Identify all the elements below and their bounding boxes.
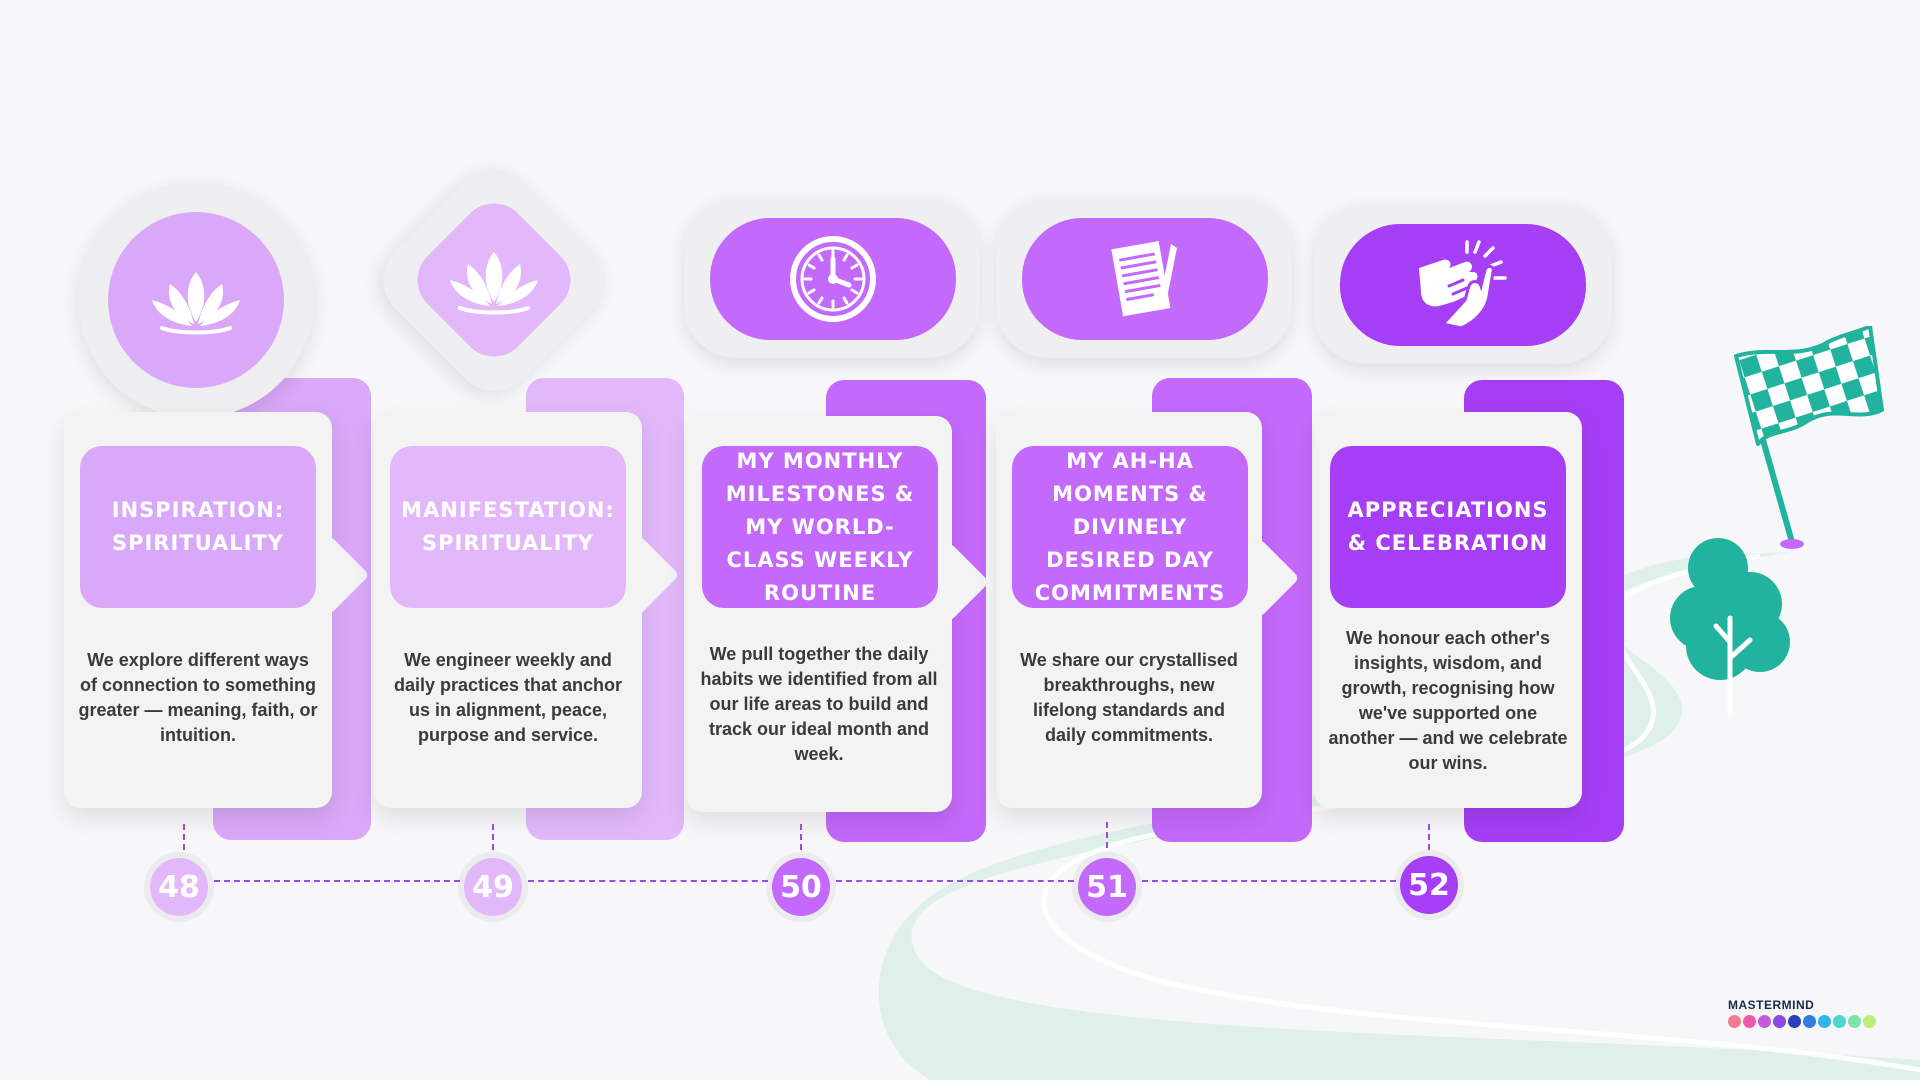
brand-name: MASTERMIND xyxy=(1728,998,1815,1012)
step-52-number: 52 xyxy=(1400,856,1458,914)
step-50-description: We pull together the daily habits we ide… xyxy=(700,644,938,764)
checkered-flag-icon xyxy=(1734,326,1884,549)
tree-icon xyxy=(1670,538,1790,717)
notepad-icon xyxy=(1111,241,1177,317)
step-52-icon-badge xyxy=(1340,224,1586,346)
brand-dots xyxy=(1728,1015,1876,1028)
brand-dot xyxy=(1803,1015,1816,1028)
step-49-number: 49 xyxy=(464,858,522,916)
step-50-title: MY MONTHLY MILESTONES & MY WORLD-CLASS W… xyxy=(702,446,938,608)
step-48-title: INSPIRATION: SPIRITUALITY xyxy=(80,446,316,608)
timeline-connector-4 xyxy=(1142,880,1396,882)
step-48-description: We explore different ways of connection … xyxy=(78,650,318,745)
step-49-tick xyxy=(492,824,494,850)
step-52-card: APPRECIATIONS & CELEBRATION We honour ea… xyxy=(1314,412,1582,808)
step-51-tick xyxy=(1106,822,1108,848)
brand-logo: MASTERMIND xyxy=(1728,998,1876,1028)
step-51-card: MY AH-HA MOMENTS & DIVINELY DESIRED DAY … xyxy=(996,412,1300,808)
brand-dot xyxy=(1863,1015,1876,1028)
brand-dot xyxy=(1848,1015,1861,1028)
lotus-icon xyxy=(152,272,240,335)
brand-dot xyxy=(1728,1015,1741,1028)
step-51-number: 51 xyxy=(1078,858,1136,916)
clapping-hands-icon xyxy=(1419,240,1507,330)
step-52-tick xyxy=(1428,824,1430,850)
brand-dot xyxy=(1758,1015,1771,1028)
step-51-description: We share our crystallised breakthroughs,… xyxy=(1020,650,1238,745)
timeline-connector-2 xyxy=(528,880,768,882)
lotus-icon xyxy=(450,252,538,315)
step-52-description: We honour each other's insights, wisdom,… xyxy=(1328,628,1568,773)
step-51-icon-badge xyxy=(1022,218,1268,340)
step-49-icon-badge xyxy=(403,189,585,371)
step-48-number: 48 xyxy=(150,858,208,916)
brand-dot xyxy=(1743,1015,1756,1028)
step-48-icon-badge xyxy=(108,212,284,388)
brand-dot xyxy=(1818,1015,1831,1028)
step-50-tick xyxy=(800,824,802,850)
step-49-description: We engineer weekly and daily practices t… xyxy=(393,650,623,745)
brand-dot xyxy=(1833,1015,1846,1028)
step-51-title: MY AH-HA MOMENTS & DIVINELY DESIRED DAY … xyxy=(1012,446,1248,608)
step-48-tick xyxy=(183,824,185,850)
step-48-card: INSPIRATION: SPIRITUALITY We explore dif… xyxy=(64,412,370,808)
step-50-number: 50 xyxy=(772,858,830,916)
step-50-card: MY MONTHLY MILESTONES & MY WORLD-CLASS W… xyxy=(686,416,990,812)
clock-icon xyxy=(790,236,876,322)
timeline-connector-1 xyxy=(214,880,460,882)
step-49-title: MANIFESTATION: SPIRITUALITY xyxy=(390,446,626,608)
step-50-icon-badge xyxy=(710,218,956,340)
brand-dot xyxy=(1773,1015,1786,1028)
step-52-title: APPRECIATIONS & CELEBRATION xyxy=(1330,446,1566,608)
step-49-card: MANIFESTATION: SPIRITUALITY We engineer … xyxy=(374,412,680,808)
timeline-connector-3 xyxy=(836,880,1074,882)
brand-dot xyxy=(1788,1015,1801,1028)
